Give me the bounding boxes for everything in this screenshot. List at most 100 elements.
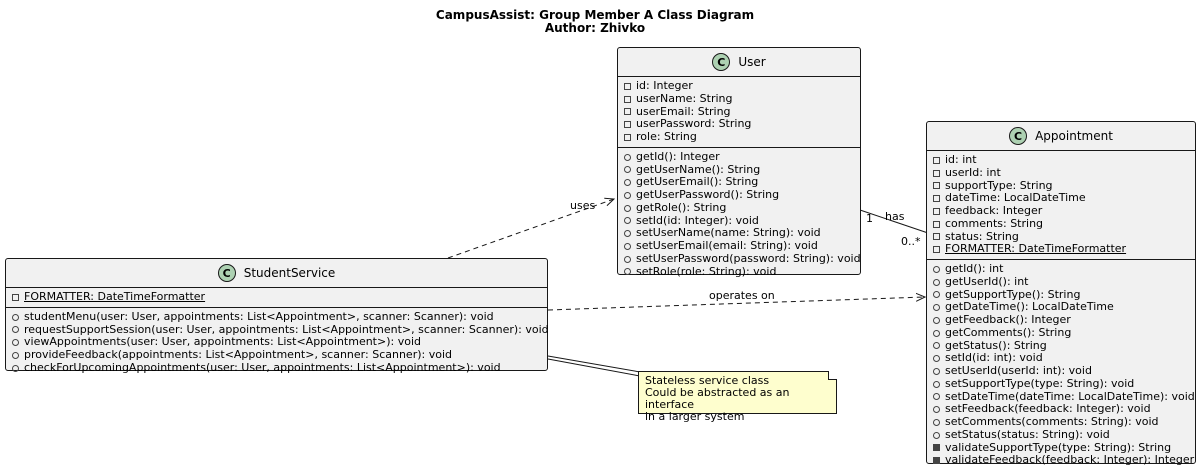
note: Stateless service class Could be abstrac…: [638, 371, 837, 423]
class-student-service: C StudentService FORMATTER: DateTimeForm…: [5, 258, 549, 374]
member-text: getUserId(): int: [945, 274, 1029, 288]
class-member: studentMenu(user: User, appointments: Li…: [12, 309, 547, 324]
class-member: provideFeedback(appointments: List<Appoi…: [12, 348, 547, 362]
class-member: setId(id: Integer): void: [624, 213, 860, 228]
member-text: validateFeedback(feedback: Integer): Int…: [945, 453, 1195, 467]
private-visibility-icon: [624, 95, 631, 103]
class-member: viewAppointments(user: User, appointment…: [12, 335, 547, 349]
member-text: userId: int: [945, 165, 1001, 179]
public-visibility-icon: [933, 380, 940, 388]
member-text: getUserName(): String: [636, 162, 761, 176]
member-text: getUserPassword(): String: [636, 188, 780, 201]
member-text: getId(): int: [945, 262, 1004, 275]
class-header: C StudentService: [6, 259, 547, 288]
class-member: getUserPassword(): String: [624, 188, 860, 202]
member-text: setUserId(userId: int): void: [945, 364, 1092, 377]
member-text: setFeedback(feedback: Integer): void: [945, 402, 1151, 416]
public-visibility-icon: [12, 313, 19, 321]
public-visibility-icon: [933, 265, 940, 273]
class-member: FORMATTER: DateTimeFormatter: [933, 242, 1195, 256]
class-member: getStatus(): String: [933, 338, 1195, 353]
class-member: getDateTime(): LocalDateTime: [933, 300, 1195, 314]
member-text: setId(id: Integer): void: [636, 213, 759, 227]
public-visibility-icon: [624, 268, 631, 276]
member-text: getUserEmail(): String: [636, 175, 759, 189]
class-member: setStatus(status: String): void: [933, 428, 1195, 442]
class-member: getUserEmail(): String: [624, 175, 860, 189]
class-member: FORMATTER: DateTimeFormatter: [12, 290, 547, 304]
class-member: setUserEmail(email: String): void: [624, 239, 860, 253]
public-visibility-icon: [933, 431, 940, 439]
member-text: checkForUpcomingAppointments(user: User,…: [24, 360, 501, 374]
member-text: viewAppointments(user: User, appointment…: [24, 335, 421, 349]
note-connector: [547, 355, 641, 373]
class-member: setRole(role: String): void: [624, 265, 860, 279]
member-text: provideFeedback(appointments: List<Appoi…: [24, 348, 452, 361]
public-visibility-icon: [933, 304, 940, 312]
private-visibility-icon: [933, 444, 940, 452]
public-visibility-icon: [933, 418, 940, 426]
class-icon: C: [712, 53, 731, 71]
has-label: has: [885, 210, 905, 223]
public-visibility-icon: [933, 406, 940, 414]
class-member: feedback: Integer: [933, 204, 1195, 218]
member-text: getSupportType(): String: [945, 287, 1081, 301]
diagram-title: CampusAssist: Group Member A Class Diagr…: [435, 8, 755, 22]
member-text: setId(id: int): void: [945, 351, 1043, 365]
member-text: FORMATTER: DateTimeFormatter: [24, 290, 206, 303]
private-visibility-icon: [624, 82, 631, 90]
class-member: checkForUpcomingAppointments(user: User,…: [12, 360, 547, 375]
private-visibility-icon: [12, 293, 19, 301]
public-visibility-icon: [12, 339, 19, 347]
uses-edge: [447, 199, 614, 259]
member-text: setSupportType(type: String): void: [945, 376, 1135, 390]
public-visibility-icon: [933, 329, 940, 337]
member-text: getId(): Integer: [636, 149, 720, 163]
member-text: setUserName(name: String): void: [636, 226, 821, 240]
class-name: User: [738, 55, 766, 69]
class-member: dateTime: LocalDateTime: [933, 191, 1195, 205]
member-text: userName: String: [636, 91, 733, 105]
public-visibility-icon: [624, 255, 631, 263]
class-name: StudentService: [243, 266, 336, 280]
private-visibility-icon: [624, 108, 631, 116]
private-visibility-icon: [933, 220, 940, 228]
class-member: getId(): int: [933, 262, 1195, 276]
public-visibility-icon: [624, 153, 631, 161]
public-visibility-icon: [12, 326, 19, 334]
class-member: status: String: [933, 230, 1195, 244]
has-to-multiplicity: 0..*: [901, 235, 921, 248]
member-text: getFeedback(): Integer: [945, 313, 1071, 326]
member-text: id: int: [945, 153, 977, 166]
member-text: studentMenu(user: User, appointments: Li…: [24, 309, 494, 323]
member-text: supportType: String: [945, 178, 1053, 192]
member-text: setComments(comments: String): void: [945, 415, 1159, 428]
class-member: id: int: [933, 153, 1195, 167]
note-line: Stateless service class: [645, 374, 770, 387]
class-member: validateSupportType(type: String): Strin…: [933, 441, 1195, 455]
class-member: getRole(): String: [624, 201, 860, 215]
member-text: setUserPassword(password: String): void: [636, 251, 861, 265]
note-line: in a larger system: [645, 410, 745, 423]
public-visibility-icon: [933, 393, 940, 401]
public-visibility-icon: [624, 242, 631, 250]
member-text: getStatus(): String: [945, 338, 1047, 352]
class-member: setComments(comments: String): void: [933, 415, 1195, 429]
private-visibility-icon: [933, 457, 940, 465]
public-visibility-icon: [933, 342, 940, 350]
class-member: setUserPassword(password: String): void: [624, 251, 861, 266]
private-visibility-icon: [624, 121, 631, 129]
public-visibility-icon: [624, 204, 631, 212]
private-visibility-icon: [933, 169, 940, 177]
public-visibility-icon: [624, 217, 631, 225]
class-member: getSupportType(): String: [933, 287, 1195, 302]
private-visibility-icon: [933, 233, 940, 241]
note-line: Could be abstracted as an interface: [645, 386, 790, 411]
uses-label: uses: [570, 199, 596, 212]
member-text: setUserEmail(email: String): void: [636, 239, 818, 252]
class-member: setId(id: int): void: [933, 351, 1195, 365]
